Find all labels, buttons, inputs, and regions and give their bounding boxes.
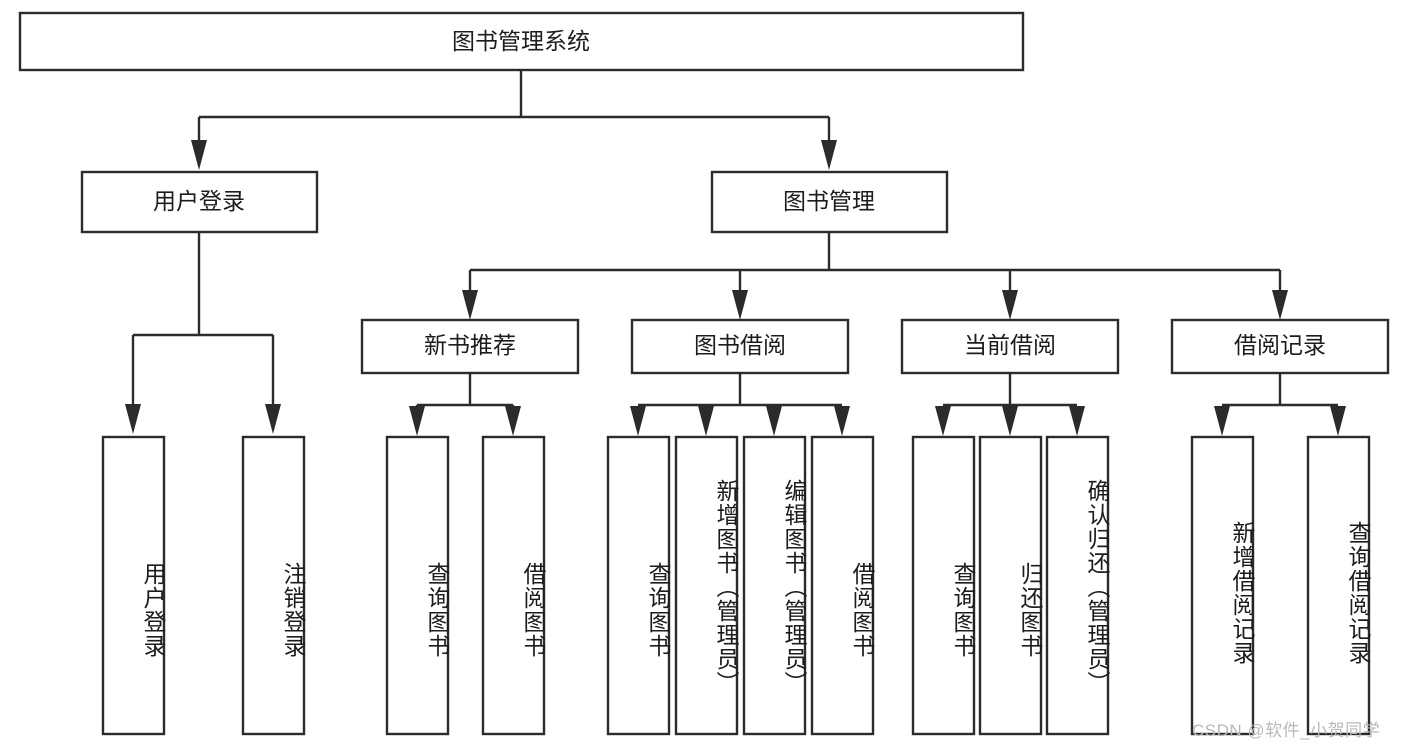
node-root[interactable]: 图书管理系统 [18, 11, 1025, 72]
arrow-userlogin-leaf-2 [265, 404, 281, 434]
arrow-to-new-book [462, 290, 478, 320]
node-user-login[interactable]: 用户登录 [80, 170, 319, 234]
leaf-box-book-borrow-2[interactable] [674, 435, 739, 736]
arrow-borrowrecord-leaf-1 [1214, 406, 1230, 436]
node-root-box[interactable] [18, 11, 1025, 72]
leaf-box-user-login-1[interactable] [101, 435, 166, 736]
arrow-to-current-borrow [1002, 290, 1018, 320]
arrow-bookborrow-leaf-4 [834, 406, 850, 436]
node-current-borrow[interactable]: 当前借阅 [900, 318, 1120, 375]
arrow-currentborrow-leaf-1 [935, 406, 951, 436]
node-book-manage[interactable]: 图书管理 [710, 170, 949, 234]
arrow-newbook-leaf-1 [409, 406, 425, 436]
node-borrow-record[interactable]: 借阅记录 [1170, 318, 1390, 375]
leaf-box-borrow-record-2[interactable] [1306, 435, 1371, 736]
arrow-bookborrow-leaf-1 [630, 406, 646, 436]
arrow-newbook-leaf-2 [505, 406, 521, 436]
arrow-to-user-login [191, 140, 207, 170]
arrow-currentborrow-leaf-3 [1069, 406, 1085, 436]
node-user-login-box[interactable] [80, 170, 319, 234]
leaf-box-book-borrow-1[interactable] [606, 435, 671, 736]
leaf-box-new-book-2[interactable] [481, 435, 546, 736]
arrow-bookborrow-leaf-3 [766, 406, 782, 436]
leaf-box-current-borrow-1[interactable] [911, 435, 976, 736]
leaf-box-book-borrow-4[interactable] [810, 435, 875, 736]
edges-layer [125, 71, 1346, 436]
node-user-login-label: 用户登录 [153, 188, 245, 214]
arrow-to-book-borrow [732, 290, 748, 320]
leaf-box-user-login-2[interactable] [241, 435, 306, 736]
leaf-box-new-book-1[interactable] [385, 435, 450, 736]
node-book-manage-label: 图书管理 [783, 188, 875, 214]
leaf-box-current-borrow-3[interactable] [1045, 435, 1110, 736]
arrow-to-book-manage [821, 140, 837, 170]
csdn-watermark: CSDN @软件_小贺同学 [1192, 721, 1381, 740]
node-new-book-recommend-label: 新书推荐 [424, 332, 516, 358]
arrow-borrowrecord-leaf-2 [1330, 406, 1346, 436]
node-new-book-recommend[interactable]: 新书推荐 [360, 318, 580, 375]
leaf-box-borrow-record-1[interactable] [1190, 435, 1255, 736]
node-borrow-record-label: 借阅记录 [1234, 332, 1326, 358]
node-book-borrow-label: 图书借阅 [694, 332, 786, 358]
node-new-book-recommend-box[interactable] [360, 318, 580, 375]
node-current-borrow-label: 当前借阅 [964, 332, 1056, 358]
node-current-borrow-box[interactable] [900, 318, 1120, 375]
arrow-currentborrow-leaf-2 [1002, 406, 1018, 436]
node-book-manage-box[interactable] [710, 170, 949, 234]
node-book-borrow-box[interactable] [630, 318, 850, 375]
node-book-borrow[interactable]: 图书借阅 [630, 318, 850, 375]
leaf-box-book-borrow-3[interactable] [742, 435, 807, 736]
arrow-bookborrow-leaf-2 [698, 406, 714, 436]
node-root-label: 图书管理系统 [452, 28, 590, 54]
arrow-to-borrow-record [1272, 290, 1288, 320]
arrow-userlogin-leaf-1 [125, 404, 141, 434]
leaf-box-current-borrow-2[interactable] [978, 435, 1043, 736]
node-borrow-record-box[interactable] [1170, 318, 1390, 375]
